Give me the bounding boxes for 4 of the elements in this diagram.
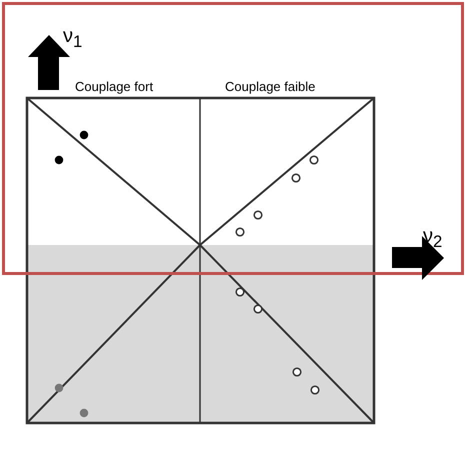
axis-label: ν$_{2}$ bbox=[423, 226, 442, 251]
column-heading: Couplage faible bbox=[225, 80, 316, 93]
column-heading: Couplage fort bbox=[75, 80, 154, 93]
axis-label: ν$_{1}$ bbox=[63, 26, 82, 51]
